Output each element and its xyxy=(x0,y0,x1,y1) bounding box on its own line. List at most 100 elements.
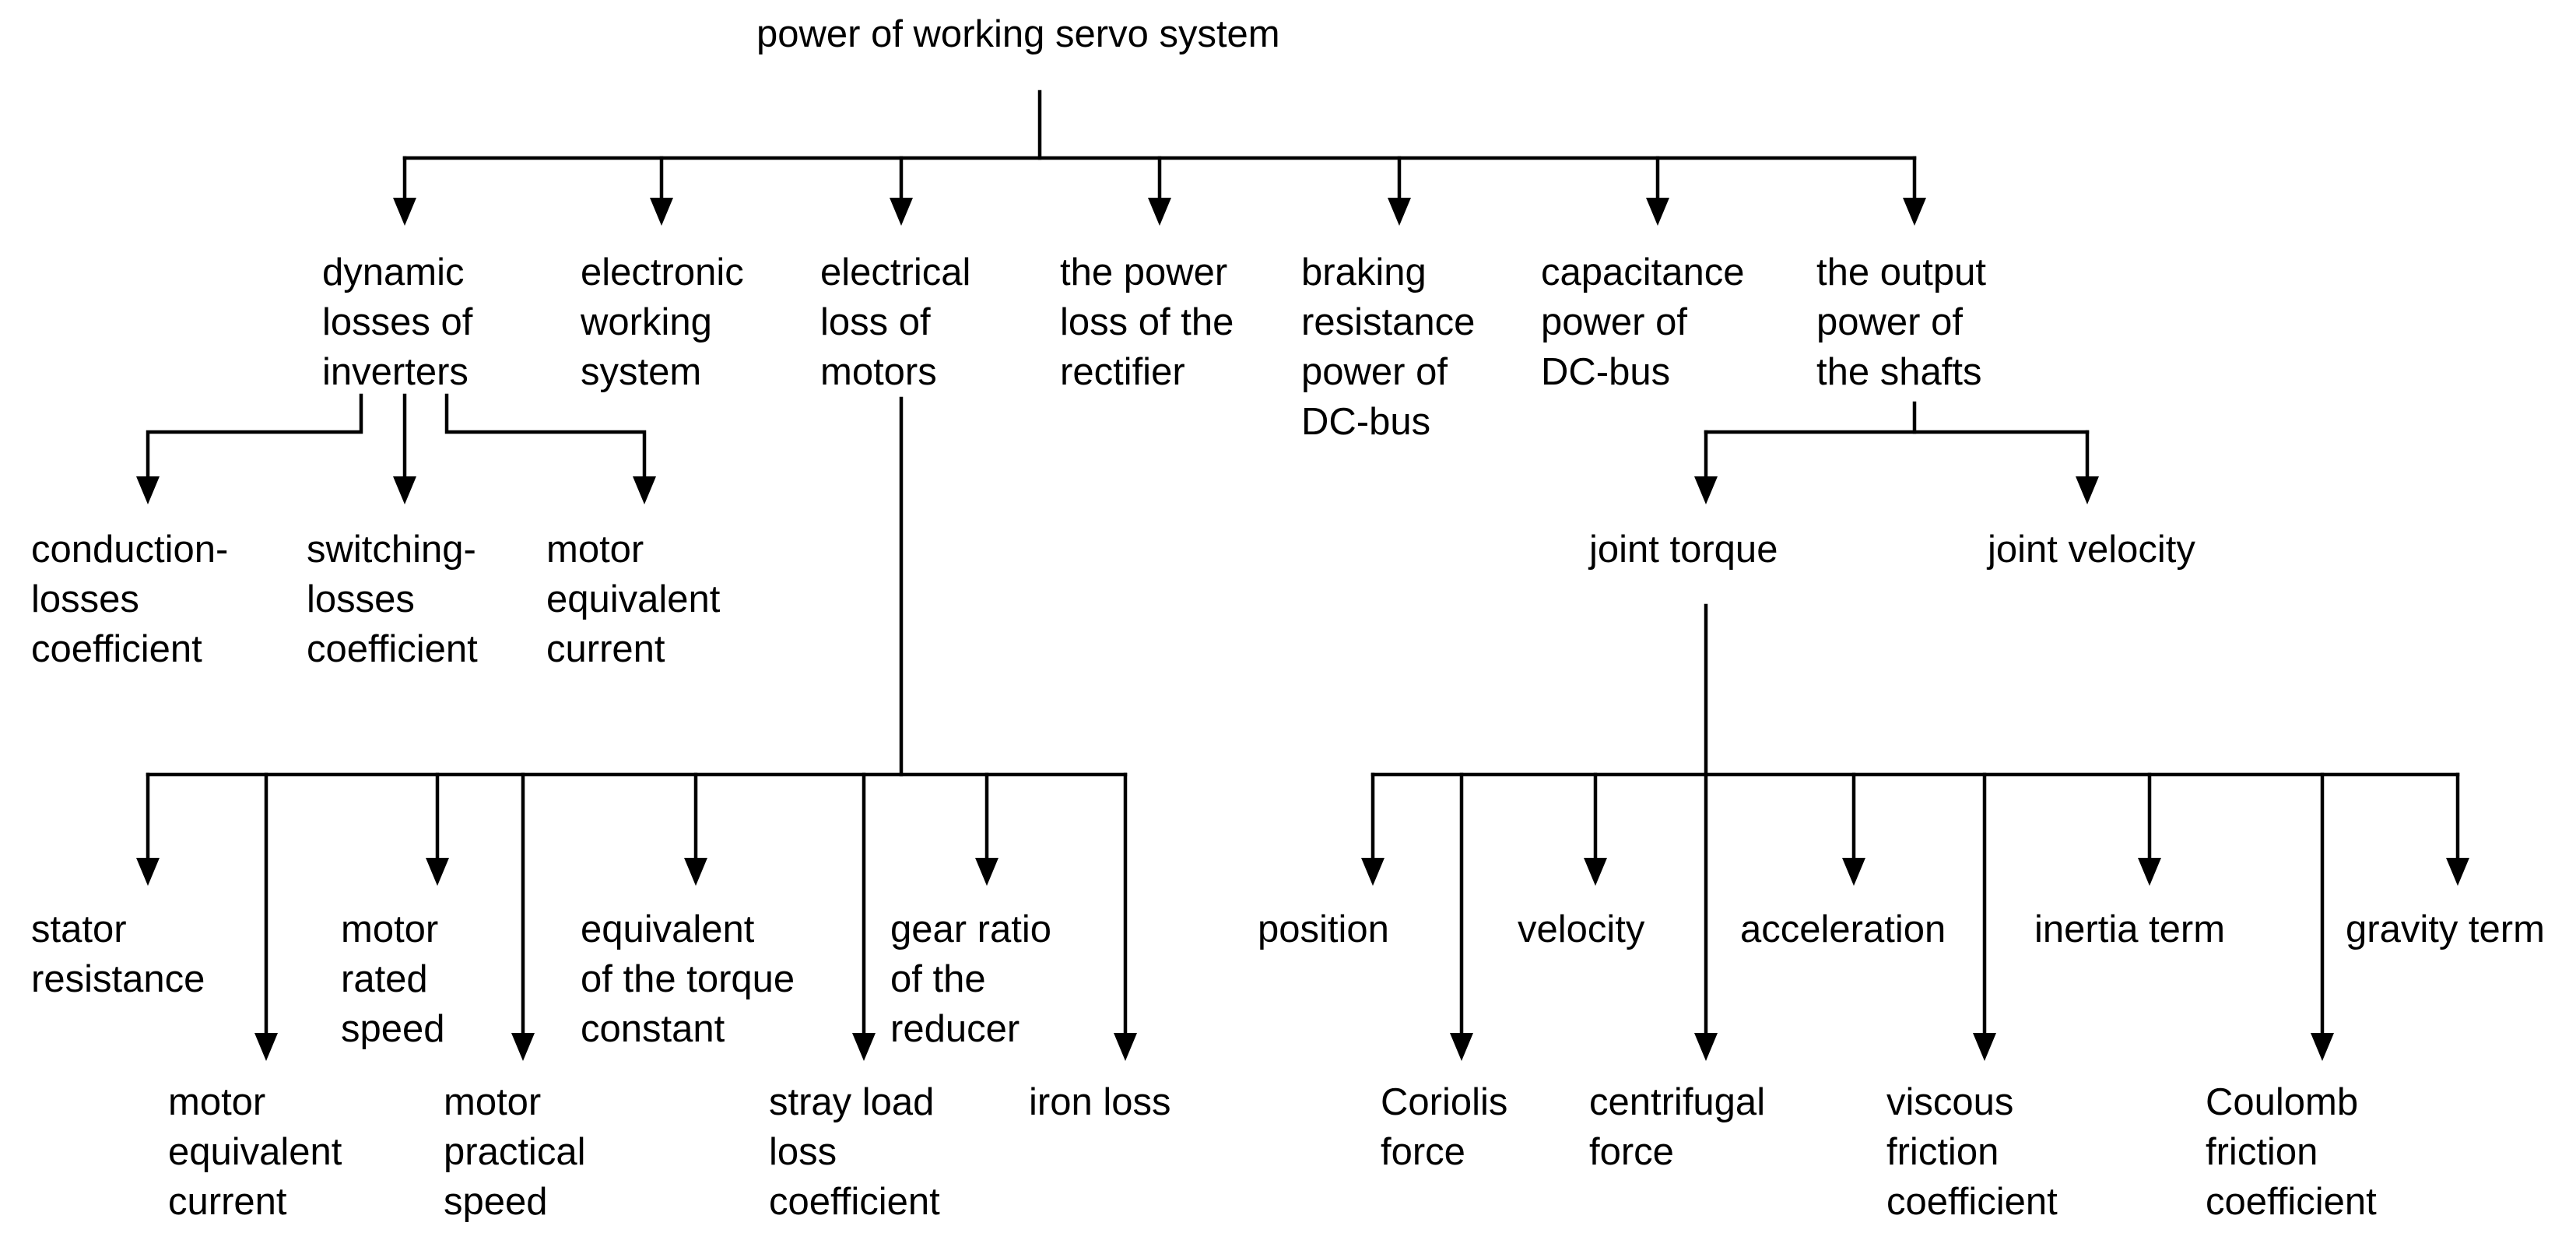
node-capacitance-power: capacitance power of DC-bus xyxy=(1541,251,1745,393)
arrowhead-gear-ratio xyxy=(975,858,998,886)
node-gear-ratio-line-2: of the xyxy=(890,958,986,1000)
node-capacitance-power-line-2: power of xyxy=(1541,301,1687,343)
node-stator-resistance-line-2: resistance xyxy=(31,958,205,1000)
edge-to-motor-equivalent-current-top xyxy=(444,393,647,485)
node-motor-rated-speed-line-1: motor xyxy=(341,908,438,950)
arrowhead-stator-resistance xyxy=(136,858,160,886)
node-output-power-line-3: the shafts xyxy=(1816,351,1981,393)
arrowhead-velocity xyxy=(1584,858,1607,886)
arrowhead-gravity-term xyxy=(2446,858,2469,886)
arrowhead-conduction-losses xyxy=(136,476,160,504)
node-gear-ratio: gear ratio of the reducer xyxy=(890,908,1051,1050)
node-electronic-working-line-3: system xyxy=(581,351,701,393)
connector-lines xyxy=(146,90,2460,1042)
node-torque-constant-line-3: constant xyxy=(581,1008,725,1050)
arrowhead-electronic-working xyxy=(650,198,673,226)
node-electrical-loss-line-1: electrical xyxy=(820,251,970,293)
node-braking-resistance-line-1: braking xyxy=(1301,251,1427,293)
node-switching-losses-line-2: losses xyxy=(307,578,415,620)
node-braking-resistance-line-4: DC-bus xyxy=(1301,401,1430,443)
arrowhead-dynamic-losses xyxy=(393,198,416,226)
node-root-line-1: power of working servo system xyxy=(756,13,1280,55)
node-braking-resistance-line-2: resistance xyxy=(1301,301,1475,343)
arrowhead-motor-equivalent-current xyxy=(254,1033,278,1061)
node-capacitance-power-line-3: DC-bus xyxy=(1541,351,1670,393)
node-electrical-loss-line-2: loss of xyxy=(820,301,931,343)
node-output-power-line-2: power of xyxy=(1816,301,1963,343)
node-gravity-term-line-1: gravity term xyxy=(2346,908,2545,950)
node-inertia-term-line-1: inertia term xyxy=(2034,908,2225,950)
node-torque-constant-line-1: equivalent xyxy=(581,908,755,950)
node-dynamic-losses-line-1: dynamic xyxy=(322,251,464,293)
node-rectifier-loss-line-3: rectifier xyxy=(1060,351,1185,393)
arrowhead-stray-load xyxy=(852,1033,876,1061)
node-rectifier-loss-line-2: loss of the xyxy=(1060,301,1234,343)
node-velocity: velocity xyxy=(1518,908,1645,950)
node-root: power of working servo system xyxy=(756,13,1280,55)
arrowhead-inertia-term xyxy=(2138,858,2161,886)
node-coriolis-line-1: Coriolis xyxy=(1381,1081,1507,1123)
node-conduction-losses-line-2: losses xyxy=(31,578,139,620)
node-motor-practical-speed-line-3: speed xyxy=(444,1181,548,1223)
node-switching-losses-line-1: switching- xyxy=(307,529,476,571)
node-centrifugal-line-1: centrifugal xyxy=(1589,1081,1765,1123)
node-gear-ratio-line-3: reducer xyxy=(890,1008,1020,1050)
node-motor-equivalent-current-top-line-3: current xyxy=(546,628,665,670)
node-motor-equivalent-current-line-2: equivalent xyxy=(168,1131,342,1173)
node-dynamic-losses-line-2: losses of xyxy=(322,301,473,343)
node-acceleration: acceleration xyxy=(1740,908,1946,950)
node-output-power-line-1: the output xyxy=(1816,251,1986,293)
arrowhead-braking-resistance xyxy=(1388,198,1411,226)
node-joint-torque: joint torque xyxy=(1588,529,1778,571)
node-coulomb-friction-line-2: friction xyxy=(2206,1131,2318,1173)
arrowhead-capacitance-power xyxy=(1646,198,1669,226)
node-viscous-friction-line-1: viscous xyxy=(1886,1081,2013,1123)
arrowhead-torque-constant xyxy=(684,858,707,886)
node-labels: power of working servo system dynamic los… xyxy=(31,13,2545,1223)
arrowhead-coulomb-friction xyxy=(2311,1033,2334,1061)
node-motor-equivalent-current-top-line-1: motor xyxy=(546,529,644,571)
arrowhead-joint-torque xyxy=(1694,476,1718,504)
node-electronic-working-line-1: electronic xyxy=(581,251,744,293)
node-joint-velocity-line-1: joint velocity xyxy=(1986,529,2195,571)
node-stray-load-line-1: stray load xyxy=(769,1081,934,1123)
arrowhead-coriolis xyxy=(1450,1033,1473,1061)
node-stator-resistance-line-1: stator xyxy=(31,908,127,950)
node-centrifugal: centrifugal force xyxy=(1589,1081,1765,1173)
node-capacitance-power-line-1: capacitance xyxy=(1541,251,1745,293)
arrowhead-motor-practical-speed xyxy=(511,1033,535,1061)
node-acceleration-line-1: acceleration xyxy=(1740,908,1946,950)
node-inertia-term: inertia term xyxy=(2034,908,2225,950)
arrowhead-iron-loss xyxy=(1114,1033,1137,1061)
node-switching-losses-line-3: coefficient xyxy=(307,628,478,670)
node-joint-velocity: joint velocity xyxy=(1986,529,2195,571)
node-iron-loss: iron loss xyxy=(1029,1081,1170,1123)
node-braking-resistance-line-3: power of xyxy=(1301,351,1448,393)
node-velocity-line-1: velocity xyxy=(1518,908,1645,950)
node-position-line-1: position xyxy=(1258,908,1389,950)
node-stray-load-line-3: coefficient xyxy=(769,1181,940,1223)
node-coulomb-friction-line-1: Coulomb xyxy=(2206,1081,2358,1123)
node-output-power: the output power of the shafts xyxy=(1816,251,1986,393)
node-motor-practical-speed-line-2: practical xyxy=(444,1131,585,1173)
node-motor-rated-speed-line-3: speed xyxy=(341,1008,445,1050)
node-gravity-term: gravity term xyxy=(2346,908,2545,950)
node-motor-equivalent-current-line-1: motor xyxy=(168,1081,265,1123)
node-viscous-friction-line-2: friction xyxy=(1886,1131,1999,1173)
node-electrical-loss-line-3: motors xyxy=(820,351,937,393)
node-gear-ratio-line-1: gear ratio xyxy=(890,908,1051,950)
node-centrifugal-line-2: force xyxy=(1589,1131,1674,1173)
arrowhead-motor-equivalent-current-top xyxy=(633,476,656,504)
node-conduction-losses-line-3: coefficient xyxy=(31,628,202,670)
node-joint-torque-line-1: joint torque xyxy=(1588,529,1778,571)
